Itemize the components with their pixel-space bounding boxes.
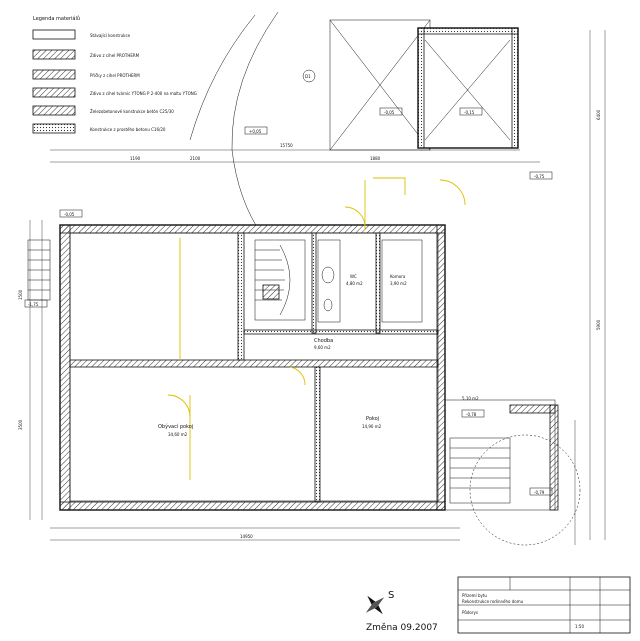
north-arrow (365, 595, 385, 615)
level-4: -0,75 (534, 174, 545, 179)
level-3: -0,15 (464, 110, 475, 115)
legend: Legenda materiálů Stávající konstrukce Z… (32, 15, 197, 134)
legend-swatch-6 (32, 123, 76, 134)
right-annex (444, 399, 581, 546)
dim-bottom-a: 14950 (240, 534, 253, 539)
room-hall-area: 9,60 m2 (314, 345, 331, 350)
level-2: -0,05 (384, 110, 395, 115)
room-wc-name: WC (350, 274, 357, 279)
title-line-3: Půdorys (462, 610, 478, 615)
title-block: Přízemí bytu Rekonstrukce rodinného domu… (457, 576, 631, 634)
legend-label-1: Stávající konstrukce (90, 33, 131, 38)
dim-top-a: 15750 (280, 143, 293, 148)
room-living-name: Obývací pokoj (158, 423, 193, 430)
upper-annex (329, 19, 519, 151)
room-hall-name: Chodba (314, 338, 333, 344)
top-dimensions: 15750 1190 2100 1880 (50, 143, 540, 163)
legend-label-2: Zdivo z cihel PROTHERM (90, 53, 140, 58)
staircase (254, 239, 306, 321)
dim-left-a: 1500 (18, 289, 23, 300)
title-line-2: Rekonstrukce rodinného domu (462, 599, 524, 604)
room-pokoj-area: 14,90 m2 (362, 424, 382, 429)
legend-swatch-5 (32, 105, 76, 116)
bottom-dimensions: 14950 (50, 527, 460, 541)
room-wc-area: 4,80 m2 (346, 281, 363, 286)
level-5: -0,05 (64, 212, 75, 217)
north-label: S (388, 590, 394, 601)
level-1: +0,05 (249, 129, 262, 134)
level-markers: +0,05 -0,05 -0,15 -0,75 -0,05 -0,79 -0,7… (24, 107, 553, 496)
dim-top-d: 1880 (370, 156, 381, 161)
legend-swatch-1 (32, 29, 76, 40)
marker-circle (302, 69, 316, 83)
title-line-1: Přízemí bytu (462, 593, 487, 598)
legend-label-6: Konstrukce z prostého betonu C16/20 (90, 127, 166, 132)
level-6: -0,79 (534, 490, 545, 495)
dim-right-a: 6400 (596, 109, 601, 120)
legend-label-3: Příčky z cihel PROTHERM (90, 73, 140, 78)
room-pokoj-name: Pokoj (366, 416, 379, 422)
level-7: -0,78 (466, 412, 477, 417)
level-8: -1,75 (28, 302, 39, 307)
garden-path-curves: D1 (189, 11, 316, 236)
main-building (59, 224, 446, 511)
legend-label-5: Železobetonové konstrukce betón C25/30 (90, 109, 174, 114)
marker-label: D1 (305, 74, 311, 79)
legend-label-4: Zdivo z cihel tvárnic YTONG P 2-400 na m… (90, 91, 197, 96)
wc-fixtures (317, 239, 423, 323)
legend-swatch-3 (32, 69, 76, 80)
dim-left-b: 3500 (18, 419, 23, 430)
dim-top-b: 1190 (130, 156, 141, 161)
room-storage-name: Komora (390, 274, 406, 279)
room-storage-area: 3,90 m2 (390, 281, 407, 286)
room-living-area: 34,60 m2 (168, 432, 188, 437)
door-swings (167, 177, 466, 480)
dim-right-b: 5900 (596, 319, 601, 330)
legend-title: Legenda materiálů (33, 15, 80, 22)
stair-area: 5,10 m2 (462, 396, 479, 401)
left-dimensions: 1500 3500 (18, 220, 51, 520)
room-labels: Obývací pokoj 34,60 m2 Pokoj 14,90 m2 Ch… (158, 274, 479, 437)
right-dimensions: 6400 5900 (574, 30, 606, 545)
legend-swatch-4 (32, 87, 76, 98)
change-note: Změna 09.2007 (366, 623, 438, 633)
legend-swatch-2 (32, 49, 76, 60)
title-scale: 1:50 (575, 624, 584, 629)
dim-top-c: 2100 (190, 156, 201, 161)
